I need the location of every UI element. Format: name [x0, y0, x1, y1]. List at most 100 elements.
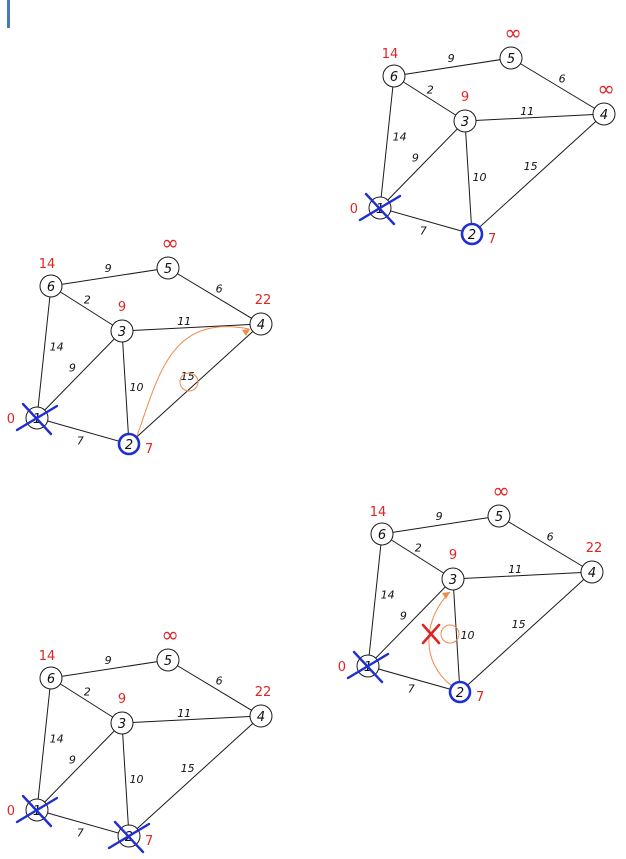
panel-step-d: 96211149101571027394225∞614 [7, 623, 273, 854]
edge-weight-6-3: 2 [84, 685, 91, 698]
node-2-circle [117, 432, 141, 456]
edge-6-5 [393, 57, 512, 77]
edge-weight-6-1: 14 [381, 589, 395, 602]
edge-3-2 [121, 330, 130, 445]
edge-weight-2-4: 15 [512, 618, 526, 631]
edge-weight-3-4: 11 [508, 563, 522, 576]
visited-cross-1-b [21, 402, 53, 436]
edge-6-1 [367, 533, 383, 667]
edge-1-3 [36, 722, 123, 811]
distance-node-6: 14 [382, 47, 399, 62]
edge-weight-5-4: 6 [547, 530, 554, 543]
node-6-circle [382, 64, 406, 88]
node-6-circle [370, 522, 394, 546]
edge-weight-3-4: 11 [177, 315, 191, 328]
edge-6-1 [379, 75, 395, 209]
node-3-label: 3 [449, 573, 457, 588]
node-5-label: 5 [507, 52, 515, 67]
distance-node-6: 14 [39, 257, 56, 272]
edge-weight-1-3: 9 [69, 362, 76, 375]
edge-2-4 [128, 323, 262, 445]
edge-6-3 [381, 533, 454, 580]
edge-weight-2-4: 15 [181, 762, 195, 775]
distance-node-1: 0 [338, 660, 346, 675]
node-5-label: 5 [164, 262, 172, 277]
edge-weight-6-3: 2 [415, 541, 422, 554]
distance-node-1: 0 [350, 202, 358, 217]
edge-weight-2-4: 15 [524, 160, 538, 173]
edge-weight-6-1: 14 [50, 733, 64, 746]
node-3-circle [453, 109, 477, 133]
node-3-label: 3 [118, 325, 126, 340]
edge-weight-5-4: 6 [216, 674, 223, 687]
visited-cross-1-b [21, 794, 53, 828]
edge-1-3 [367, 578, 454, 667]
distance-node-3: 9 [118, 300, 126, 315]
edge-weight-3-2: 10 [129, 381, 143, 394]
node-5-label: 5 [164, 654, 172, 669]
relax-arrow [136, 326, 250, 437]
edge-6-1 [36, 677, 52, 811]
edge-5-4 [167, 267, 262, 325]
node-3-label: 3 [118, 717, 126, 732]
distance-node-6: 14 [39, 649, 56, 664]
edge-weight-2-4: 15 [181, 370, 195, 383]
edge-weight-3-4: 11 [177, 707, 191, 720]
node-4-circle [249, 704, 273, 728]
edge-weight-1-2: 7 [77, 827, 84, 840]
node-3-label: 3 [461, 115, 469, 130]
edge-weight-6-3: 2 [84, 293, 91, 306]
node-5-label: 5 [495, 510, 503, 525]
edge-1-2 [379, 207, 473, 235]
distance-node-2: 7 [145, 442, 153, 457]
node-2-label: 2 [468, 228, 476, 243]
distance-node-1: 0 [7, 804, 15, 819]
edge-2-4 [128, 715, 262, 837]
corner-accent-bar [7, 0, 10, 28]
edge-weight-1-2: 7 [77, 435, 84, 448]
distance-node-4: 22 [255, 293, 272, 308]
node-6-label: 6 [47, 280, 55, 295]
edge-3-2 [121, 722, 130, 837]
edge-2-4 [459, 571, 593, 693]
node-6-circle [39, 666, 63, 690]
distance-node-3: 9 [118, 692, 126, 707]
node-4-label: 4 [588, 566, 596, 581]
distance-node-3: 9 [461, 90, 469, 105]
edge-weight-1-2: 7 [420, 225, 427, 238]
edge-6-3 [393, 75, 466, 122]
node-3-circle [110, 319, 134, 343]
edge-5-4 [498, 515, 593, 573]
edge-weight-6-3: 2 [427, 83, 434, 96]
edge-3-2 [464, 120, 473, 235]
edge-weight-3-2: 10 [472, 171, 486, 184]
node-3-circle [110, 711, 134, 735]
distance-node-4: ∞ [597, 77, 615, 101]
edge-2-4 [471, 113, 605, 235]
panel-step-b: 96211149101571027394225∞614 [7, 231, 273, 457]
panel-step-c: 96211149101571027394225∞614 [338, 479, 604, 705]
edge-5-4 [510, 57, 605, 115]
visited-cross-2-b [113, 820, 145, 854]
distance-node-6: 14 [370, 505, 387, 520]
edge-3-4 [121, 715, 262, 724]
node-6-circle [39, 274, 63, 298]
distance-node-5: ∞ [492, 479, 510, 503]
node-6-label: 6 [390, 70, 398, 85]
relax-arrow [428, 591, 453, 687]
edge-weight-6-5: 9 [448, 52, 455, 65]
distance-node-2: 7 [476, 690, 484, 705]
panel-step-a: 96211149101571027394∞5∞614 [350, 21, 616, 247]
node-4-label: 4 [600, 108, 608, 123]
edge-weight-3-2: 10 [460, 629, 474, 642]
visited-cross-1-b [352, 650, 384, 684]
edge-6-1 [36, 285, 52, 419]
edge-5-4 [167, 659, 262, 717]
edge-1-2 [36, 809, 130, 837]
node-5-circle [499, 46, 523, 70]
edge-1-3 [36, 330, 123, 419]
edge-1-2 [36, 417, 130, 445]
edge-weight-6-5: 9 [436, 510, 443, 523]
edge-3-4 [121, 323, 262, 332]
